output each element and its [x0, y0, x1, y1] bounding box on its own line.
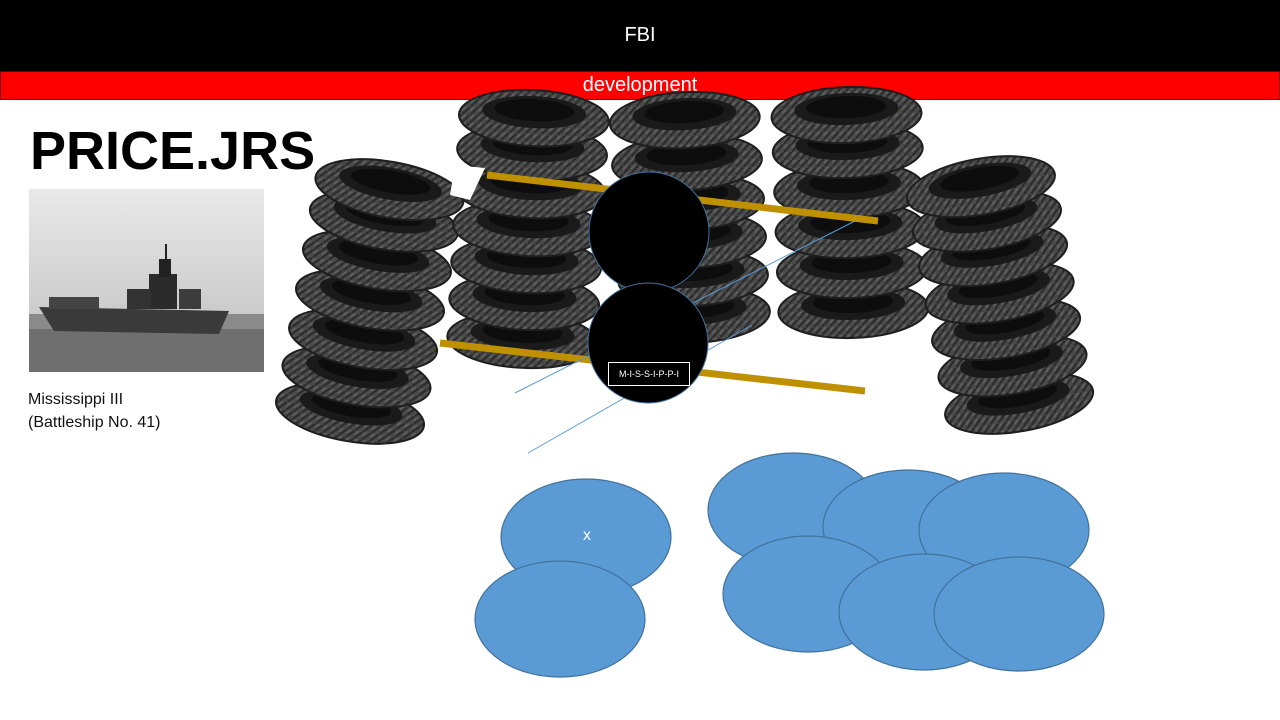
- blue-ellipse: [933, 556, 1105, 672]
- caption-line-1: Mississippi III: [28, 391, 124, 408]
- cutout-shape: [450, 165, 485, 200]
- top-bar: FBI: [0, 0, 1280, 71]
- circle-label: M-I-S-S-I-P-P-I: [608, 362, 690, 386]
- ellipse-label: x: [583, 527, 591, 544]
- blue-ellipse: [474, 560, 646, 678]
- heading: PRICE.JRS: [30, 121, 316, 181]
- page-title: FBI: [624, 24, 656, 46]
- photo-caption: Mississippi III (Battleship No. 41): [28, 388, 161, 434]
- caption-line-2: (Battleship No. 41): [28, 414, 161, 431]
- tire-stack-icon: [270, 148, 470, 455]
- black-circle-top: [588, 171, 710, 293]
- battleship-photo-icon: [29, 189, 264, 372]
- subtitle-text: development: [582, 74, 698, 96]
- tire-stack-icon: [444, 85, 612, 373]
- tire-stack-icon: [901, 145, 1099, 445]
